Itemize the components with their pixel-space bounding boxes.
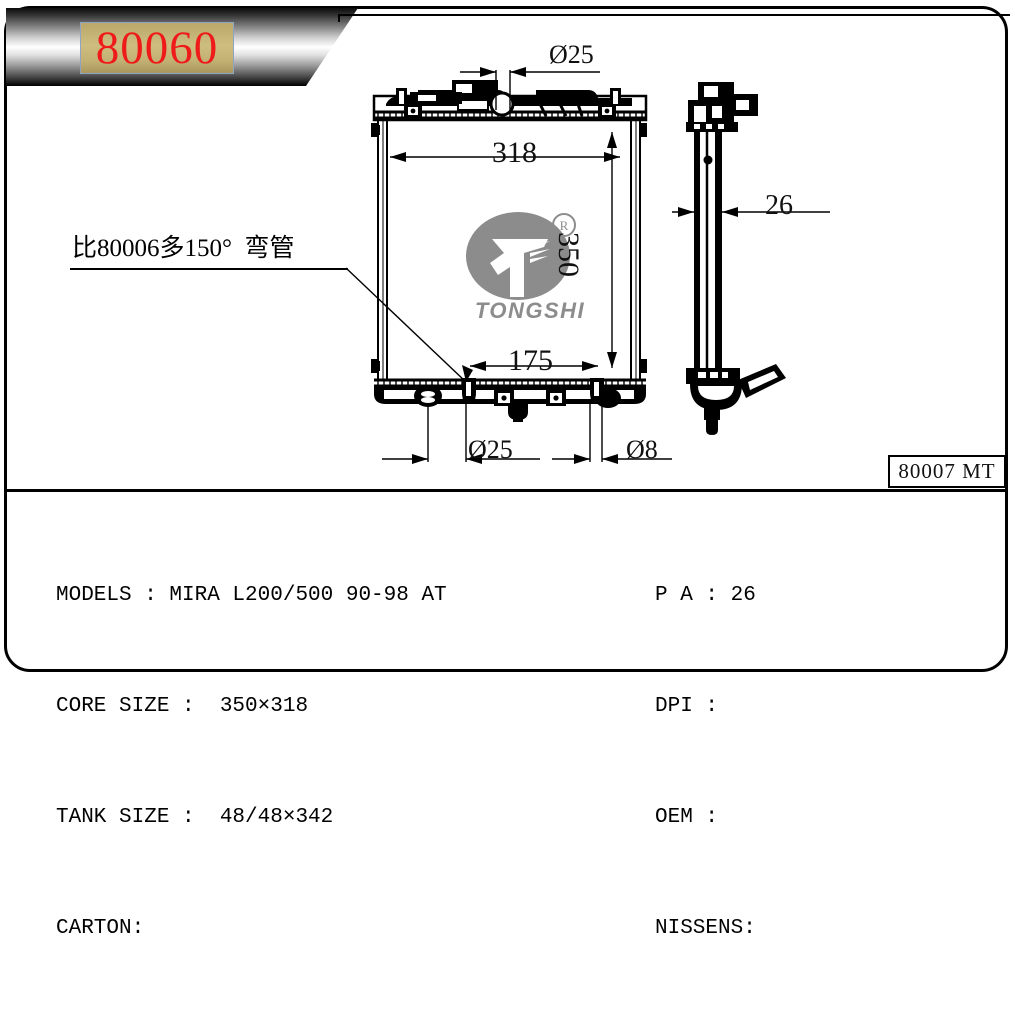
part-code-text: 80060 [95, 21, 219, 74]
dim-label-top-inlet-dia: Ø25 [549, 40, 594, 69]
svg-text:R: R [560, 218, 569, 233]
bottom-tank [374, 378, 646, 422]
logo-wordmark: TONGSHI [474, 298, 586, 323]
tongshi-logo: R [466, 212, 576, 300]
page-border [4, 6, 1008, 672]
spec-table: MODELS : MIRA L200/500 90-98 AT CORE SIZ… [0, 495, 1015, 940]
drawing-canvas [345, 67, 830, 464]
spec-row-nissens: NISSENS: [655, 917, 756, 940]
dim-label-thickness: 26 [765, 190, 793, 221]
annotation-underline [70, 268, 348, 270]
dim-350 [607, 132, 617, 368]
dim-label-drain-dia: Ø8 [626, 435, 658, 464]
header-banner: 80060 [6, 8, 358, 86]
drawing-number-box: 80007 MT [888, 455, 1006, 488]
right-rail-brackets [639, 123, 647, 373]
part-code-plate: 80060 [80, 22, 234, 74]
dim-175 [470, 361, 598, 371]
banner-rule [338, 14, 1010, 16]
drawing-number-text: 80007 MT [898, 459, 996, 483]
dim-dia25-top [460, 67, 600, 110]
dim-dia8-bottom [552, 404, 672, 464]
spec-row-models: MODELS : MIRA L200/500 90-98 AT [56, 584, 447, 607]
dim-dia25-bottom [382, 404, 540, 464]
dim-label-core-width: 318 [492, 136, 537, 169]
spec-row-core-size: CORE SIZE : 350×318 [56, 695, 309, 718]
spec-right-column: P A : 26 DPI : OEM : NISSENS: [655, 503, 756, 1021]
top-tank [372, 80, 648, 122]
banner-tick [338, 14, 340, 22]
spec-row-pa: P A : 26 [655, 584, 756, 607]
table-divider [6, 489, 1006, 492]
left-rail-brackets [371, 123, 380, 373]
dim-26 [672, 207, 830, 217]
annotation-text: 比80006多150° 弯管 [72, 235, 295, 262]
spec-row-dpi: DPI : [655, 695, 719, 718]
spec-left-column: MODELS : MIRA L200/500 90-98 AT CORE SIZ… [56, 503, 447, 1021]
spec-row-carton: CARTON: [56, 917, 145, 940]
spec-row-tank-size: TANK SIZE : 48/48×342 [56, 806, 334, 829]
side-view [686, 82, 786, 435]
dim-label-bottom-outlet-dia: Ø25 [468, 435, 513, 464]
spec-row-oem: OEM : [655, 806, 719, 829]
technical-drawing-page: 80060 [0, 6, 1015, 940]
dim-label-inlet-spacing: 175 [508, 344, 553, 377]
annotation-leader [345, 267, 473, 383]
dim-label-core-height: 350 [552, 232, 585, 277]
